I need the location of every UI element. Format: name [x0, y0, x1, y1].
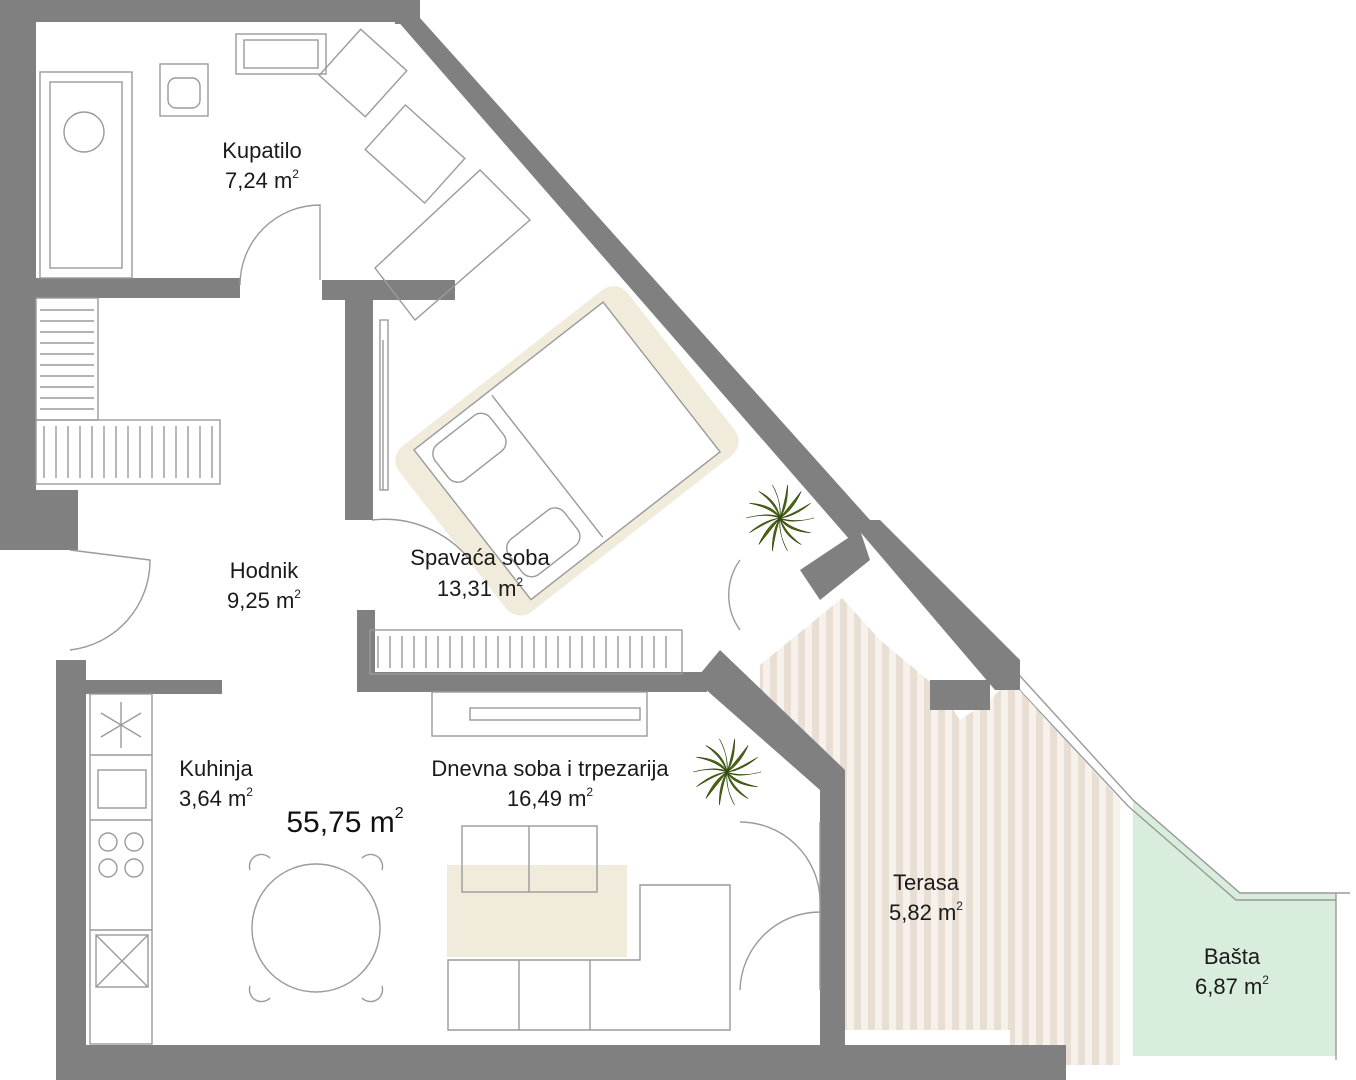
- plant-leaf: [726, 771, 735, 806]
- plant-leaf: [779, 517, 811, 534]
- room-area: 5,82 m2: [889, 899, 963, 925]
- plant-leaf: [758, 491, 781, 519]
- plant-leaf: [696, 771, 728, 788]
- plant-leaf: [726, 771, 762, 776]
- plant-leaf: [745, 514, 781, 519]
- room-label-kupatilo: Kupatilo 7,24 m2: [222, 138, 302, 193]
- bed-icon: [395, 286, 739, 616]
- plant-leaf: [696, 756, 728, 773]
- plant-leaf: [726, 771, 749, 799]
- room-area: 9,25 m2: [227, 587, 301, 613]
- plant-leaf: [705, 745, 728, 773]
- bedroom-wardrobe: [374, 169, 532, 322]
- plant-leaf: [719, 738, 728, 773]
- room-area: 16,49 m2: [507, 785, 594, 811]
- room-label-kuhinja: Kuhinja 3,64 m2: [179, 756, 253, 811]
- plant-leaf: [726, 738, 735, 773]
- plant-leaf: [705, 771, 728, 799]
- plant-leaf: [692, 768, 728, 773]
- stove-icon: [98, 832, 144, 878]
- room-area: 13,31 m2: [437, 575, 524, 601]
- plant-leaf: [772, 517, 781, 552]
- room-label-spavaca: Spavaća soba 13,31 m2: [410, 545, 550, 601]
- sink-icon: [235, 33, 327, 75]
- closet-hangers: [377, 636, 667, 668]
- room-name: Dnevna soba i trpezarija: [431, 756, 669, 781]
- total-area: 55,75 m2: [286, 805, 403, 839]
- kitchen-counter: [89, 693, 153, 1045]
- plant-leaf: [779, 517, 802, 545]
- rug: [447, 865, 627, 957]
- room-label-terasa: Terasa 5,82 m2: [889, 870, 963, 925]
- plant-leaf: [758, 517, 781, 545]
- plant-leaf: [749, 502, 781, 519]
- plant-leaf: [719, 771, 728, 806]
- plant-leaf: [726, 745, 749, 773]
- plant-leaf: [779, 484, 788, 519]
- snowflake-icon: [100, 702, 142, 748]
- room-name: Terasa: [893, 870, 960, 895]
- plant-leaf: [779, 502, 811, 519]
- wardrobe-hangers: [40, 309, 213, 478]
- garden-area: [1133, 800, 1336, 1056]
- plant-leaf: [749, 517, 781, 534]
- room-name: Spavaća soba: [410, 545, 550, 570]
- plant-leaf: [772, 484, 781, 519]
- sofa-icon: [447, 884, 731, 1031]
- room-label-basta: Bašta 6,87 m2: [1195, 944, 1269, 999]
- room-area: 7,24 m2: [225, 167, 299, 193]
- plant-leaf: [779, 517, 815, 522]
- room-area: 6,87 m2: [1195, 973, 1269, 999]
- dining-table-icon: [248, 853, 384, 1003]
- toilet-icon: [159, 63, 209, 117]
- terrace-deck: [760, 598, 1120, 1065]
- plant-leaf: [779, 491, 802, 519]
- room-label-hodnik: Hodnik 9,25 m2: [227, 558, 301, 613]
- plant-icon: [745, 484, 815, 552]
- bathtub-icon: [39, 71, 133, 279]
- plant-leaf: [726, 771, 758, 788]
- wardrobe: [35, 297, 221, 485]
- room-name: Kuhinja: [179, 756, 253, 781]
- room-name: Kupatilo: [222, 138, 302, 163]
- washing-machine-icon: [318, 28, 466, 205]
- room-area: 3,64 m2: [179, 785, 253, 811]
- room-name: Bašta: [1204, 944, 1261, 969]
- kitchen-sink-icon: [97, 769, 147, 809]
- walls: [0, 0, 1066, 1080]
- room-label-dnevna: Dnevna soba i trpezarija 16,49 m2: [431, 756, 669, 811]
- appliance-icon: [95, 934, 149, 988]
- plant-leaf: [726, 756, 758, 773]
- plant-leaf: [779, 517, 788, 552]
- plant-icon: [692, 738, 762, 806]
- room-name: Hodnik: [230, 558, 299, 583]
